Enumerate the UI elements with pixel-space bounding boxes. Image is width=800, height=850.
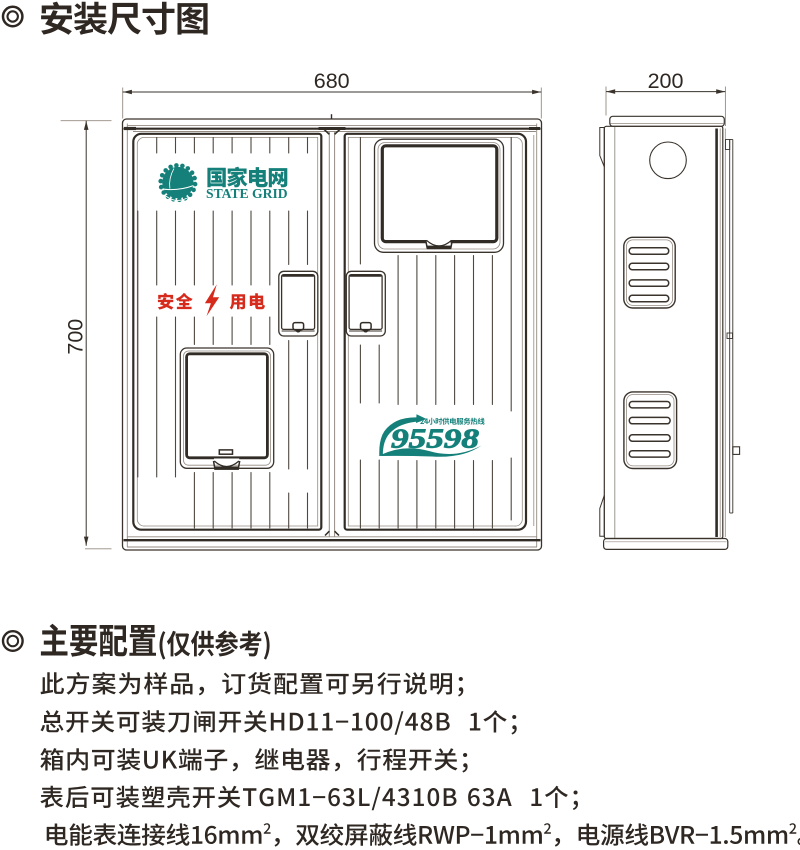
svg-text:680: 680 — [314, 69, 350, 93]
svg-text:700: 700 — [63, 319, 87, 355]
svg-text:STATE GRID: STATE GRID — [206, 186, 288, 201]
svg-text:200: 200 — [648, 69, 684, 93]
